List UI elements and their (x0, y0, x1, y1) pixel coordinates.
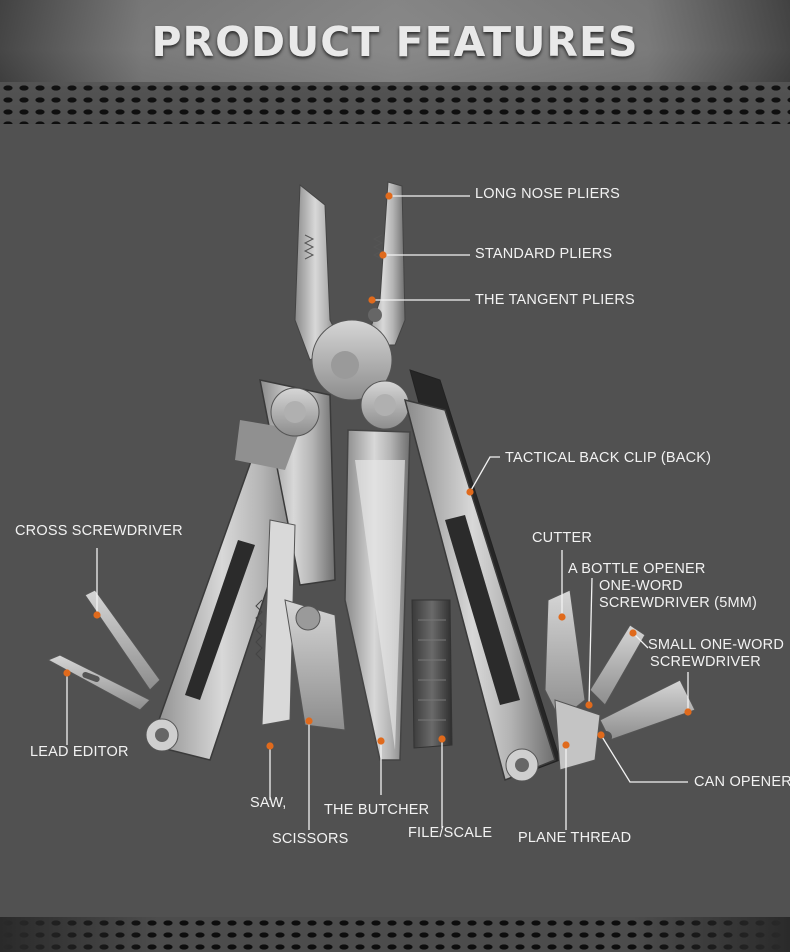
footer-mesh (0, 917, 790, 952)
left-fold-tools (46, 589, 161, 711)
label-scissors: SCISSORS (272, 831, 349, 847)
saw-scissors (255, 519, 346, 731)
label-the-butcher: THE BUTCHER (324, 802, 430, 818)
label-small-screwdriver-line1: SMALL ONE-WORD (648, 637, 784, 653)
metal-plate (0, 0, 790, 86)
label-one-word-screwdriver-line1: ONE-WORD (599, 578, 683, 594)
label-cross-screwdriver: CROSS SCREWDRIVER (15, 523, 183, 539)
label-long-nose-pliers: LONG NOSE PLIERS (475, 186, 621, 202)
header-banner: PRODUCT FEATURES (0, 0, 790, 124)
knife-blade (344, 380, 411, 761)
footer-fade (0, 917, 790, 952)
pliers-jaws (294, 181, 406, 401)
label-saw: SAW, (250, 795, 287, 811)
label-tactical-back-clip: TACTICAL BACK CLIP (BACK) (505, 450, 712, 466)
label-plane-thread: PLANE THREAD (518, 830, 632, 846)
label-one-word-screwdriver-line2: SCREWDRIVER (5MM) (599, 595, 758, 611)
mesh-strip (0, 82, 790, 124)
page-title: PRODUCT FEATURES (151, 18, 639, 66)
label-lead-editor: LEAD EDITOR (30, 744, 129, 760)
label-can-opener: CAN OPENER (694, 774, 790, 790)
feature-markers (63, 192, 692, 750)
label-cutter: CUTTER (532, 530, 593, 546)
label-small-screwdriver-line2: SCREWDRIVER (650, 654, 761, 670)
label-file-scale: FILE/SCALE (408, 825, 493, 841)
label-tangent-pliers: THE TANGENT PLIERS (475, 292, 635, 308)
label-bottle-opener: A BOTTLE OPENER (568, 561, 706, 577)
right-handle (403, 369, 561, 782)
leader-lines (66, 195, 689, 830)
label-standard-pliers: STANDARD PLIERS (475, 246, 613, 262)
file-scale (411, 599, 453, 749)
